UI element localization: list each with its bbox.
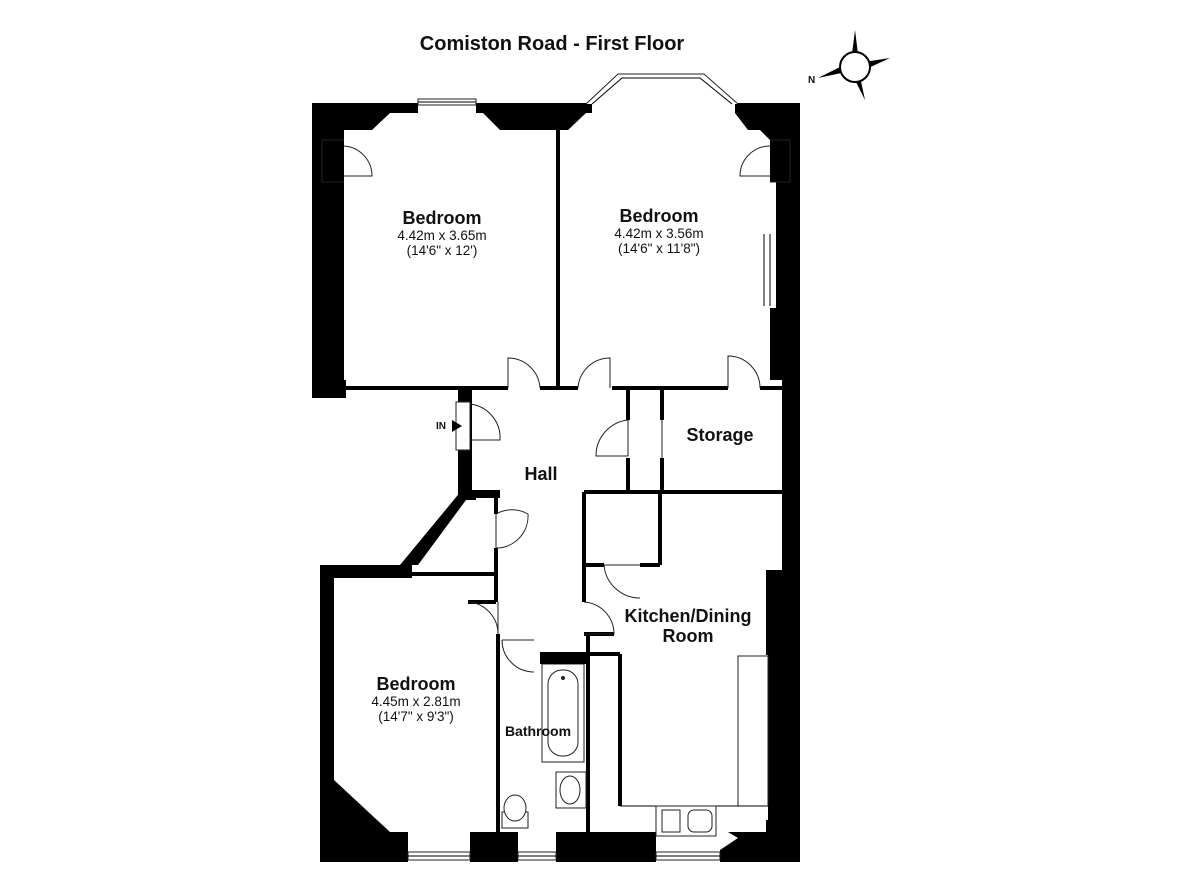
kitchen-name-line-1: Kitchen/Dining xyxy=(625,606,752,626)
plan-title: Comiston Road - First Floor xyxy=(420,33,685,55)
kitchen-name-line-2: Room xyxy=(663,626,714,646)
storage-label: Storage xyxy=(686,425,753,445)
compass-north-label: N xyxy=(808,75,815,86)
bedroom-3-imperial: (14'7" x 9'3") xyxy=(378,709,454,724)
interior-walls xyxy=(344,130,784,834)
bedroom-2-metric: 4.42m x 3.56m xyxy=(614,226,703,241)
hall-label: Hall xyxy=(524,464,557,484)
bedroom-1-name: Bedroom xyxy=(402,208,481,228)
fixtures xyxy=(501,652,769,837)
bedroom-2-imperial: (14'6" x 11'8") xyxy=(618,241,700,256)
bedroom-1-imperial: (14'6" x 12') xyxy=(407,243,478,258)
compass-icon: N xyxy=(808,30,890,100)
doors xyxy=(321,139,791,673)
windows xyxy=(407,73,771,861)
bathroom-label: Bathroom xyxy=(505,723,571,739)
bedroom-2-name: Bedroom xyxy=(619,206,698,226)
exterior-walls xyxy=(312,103,800,862)
room-bedroom-1: Bedroom 4.42m x 3.65m (14'6" x 12') xyxy=(397,208,486,258)
room-kitchen: Kitchen/Dining Room xyxy=(625,606,752,646)
bedroom-3-name: Bedroom xyxy=(376,674,455,694)
bedroom-1-metric: 4.42m x 3.65m xyxy=(397,228,486,243)
bedroom-3-metric: 4.45m x 2.81m xyxy=(371,694,460,709)
room-bedroom-3: Bedroom 4.45m x 2.81m (14'7" x 9'3") xyxy=(371,674,460,724)
room-bedroom-2: Bedroom 4.42m x 3.56m (14'6" x 11'8") xyxy=(614,206,703,256)
entrance-label: IN xyxy=(436,421,446,432)
